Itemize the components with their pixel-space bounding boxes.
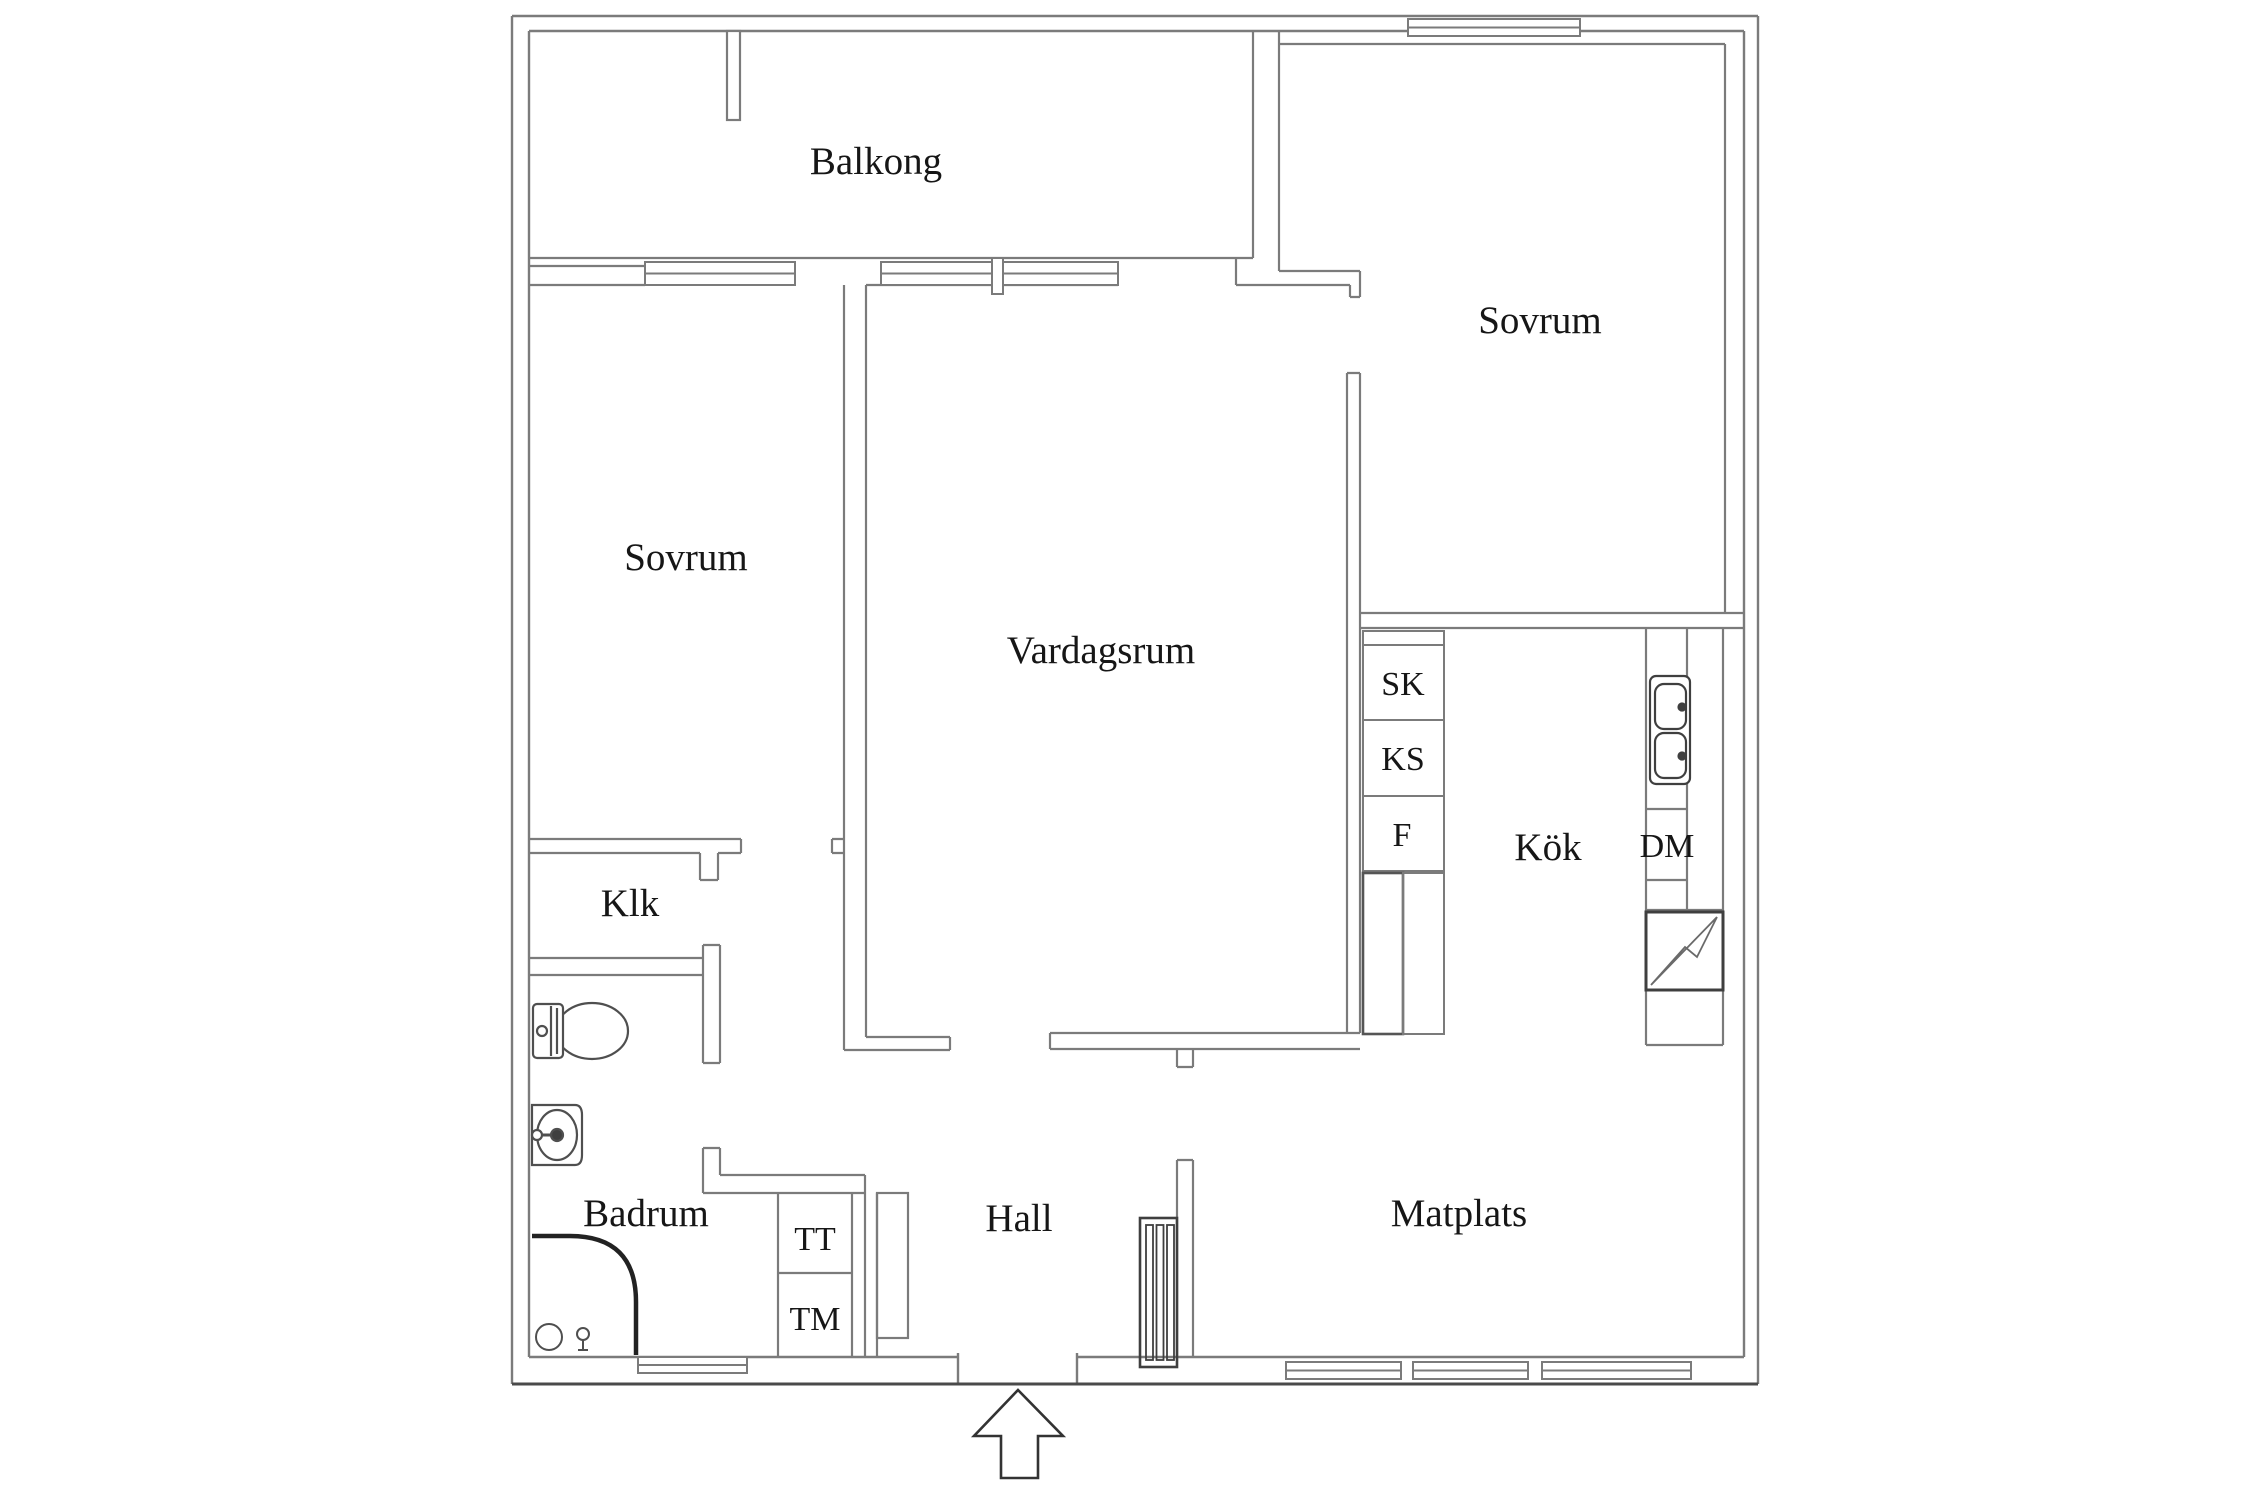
cabinet-tall-left: [1361, 871, 1405, 1036]
shower-mixer: [576, 1327, 590, 1351]
radiator-icon: [1138, 1216, 1179, 1369]
cabinet-f: [1362, 795, 1445, 872]
shower-drain: [535, 1323, 563, 1351]
kitchen-sink-icon: [1648, 674, 1692, 786]
klk-badrum-walls: [529, 943, 879, 1357]
window-icon: [1285, 1361, 1402, 1380]
window-icon: [1541, 1361, 1692, 1380]
balcony-divider: [725, 29, 742, 122]
bedroom-left-bottom-wall: [529, 837, 844, 882]
fixture-label-dm: DM: [1640, 828, 1695, 865]
hall-closets: [776, 1191, 910, 1357]
fixture-label-ks: KS: [1381, 741, 1424, 778]
shower-icon: [532, 1233, 639, 1355]
window-icon: [1412, 1361, 1529, 1380]
room-label-vardagsrum: Vardagsrum: [1007, 629, 1195, 672]
fixture-label-tt: TT: [794, 1221, 836, 1258]
closet-walls: [776, 1193, 854, 1357]
window-icon: [637, 1356, 748, 1374]
window-icon: [1407, 18, 1581, 37]
interior-walls: [529, 42, 1744, 1357]
fixture-label-tm: TM: [790, 1301, 841, 1338]
bedroom-right-walls: [1279, 42, 1744, 1033]
window-icon: [1002, 261, 1119, 286]
fixture-label-f: F: [1393, 817, 1412, 854]
window-pier: [991, 257, 1004, 295]
window-icon: [880, 261, 993, 286]
cabinet-tall-right: [1402, 872, 1445, 1035]
balcony-structure: [529, 29, 1362, 299]
room-label-matplats: Matplats: [1391, 1192, 1527, 1235]
entrance-arrow-icon: [970, 1388, 1067, 1480]
room-label-hall: Hall: [985, 1197, 1052, 1240]
balcony-parapet-lines: [529, 264, 645, 287]
outer-walls: [510, 14, 1760, 1386]
room-label-kok: Kök: [1514, 826, 1582, 869]
bathroom-sink-icon: [530, 1103, 584, 1167]
door-leaf-icon: [875, 1191, 910, 1340]
fixture-label-sk: SK: [1381, 666, 1425, 703]
hall-matplats-wall: [1175, 1158, 1195, 1357]
window-icon: [644, 261, 796, 286]
windows: [637, 18, 1692, 1380]
toilet-icon: [531, 1001, 630, 1061]
cabinet-header: [1362, 630, 1445, 646]
electrical-lightning-icon: [1644, 910, 1725, 992]
room-label-badrum: Badrum: [583, 1192, 709, 1235]
kitchen-cabinets: [1361, 630, 1445, 1036]
room-label-sovrum-left: Sovrum: [624, 536, 748, 579]
room-label-sovrum-right: Sovrum: [1478, 299, 1602, 342]
outer-wall-lines: [510, 14, 1760, 1384]
shower-screen: [532, 1233, 639, 1355]
hall-top-walls: [844, 1031, 1360, 1069]
balcony-right-wall: [1234, 31, 1362, 299]
room-label-balkong: Balkong: [810, 140, 942, 183]
room-label-klk: Klk: [601, 882, 660, 925]
